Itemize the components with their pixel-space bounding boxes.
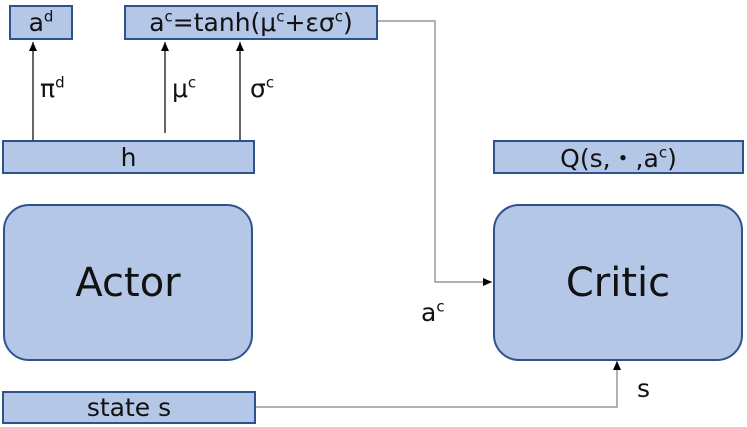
hidden-state-label: h [120, 142, 137, 172]
ac-input-label: ac [421, 297, 445, 327]
discrete-action-label: ad [28, 7, 54, 37]
continuous-action-equation: ac=tanh(μc+εσc) [149, 7, 353, 37]
sigma-c-label: σc [250, 73, 275, 103]
discrete-action-box: ad [9, 5, 73, 40]
actor-label: Actor [75, 259, 181, 306]
q-value-box: Q(s,・,ac) [493, 140, 744, 174]
critic-block: Critic [493, 204, 743, 361]
arrow-ac-to-critic [378, 20, 492, 286]
hidden-state-box: h [2, 140, 255, 174]
q-value-label: Q(s,・,ac) [560, 143, 677, 173]
continuous-action-box: ac=tanh(μc+εσc) [124, 5, 378, 40]
mu-c-label: μc [172, 73, 197, 103]
critic-label: Critic [565, 259, 671, 306]
pi-d-label: πd [40, 73, 65, 103]
state-box: state s [2, 391, 256, 424]
s-input-label: s [637, 374, 651, 403]
state-label: state s [86, 393, 172, 422]
arrow-state-to-critic [256, 361, 621, 408]
actor-block: Actor [3, 204, 253, 361]
